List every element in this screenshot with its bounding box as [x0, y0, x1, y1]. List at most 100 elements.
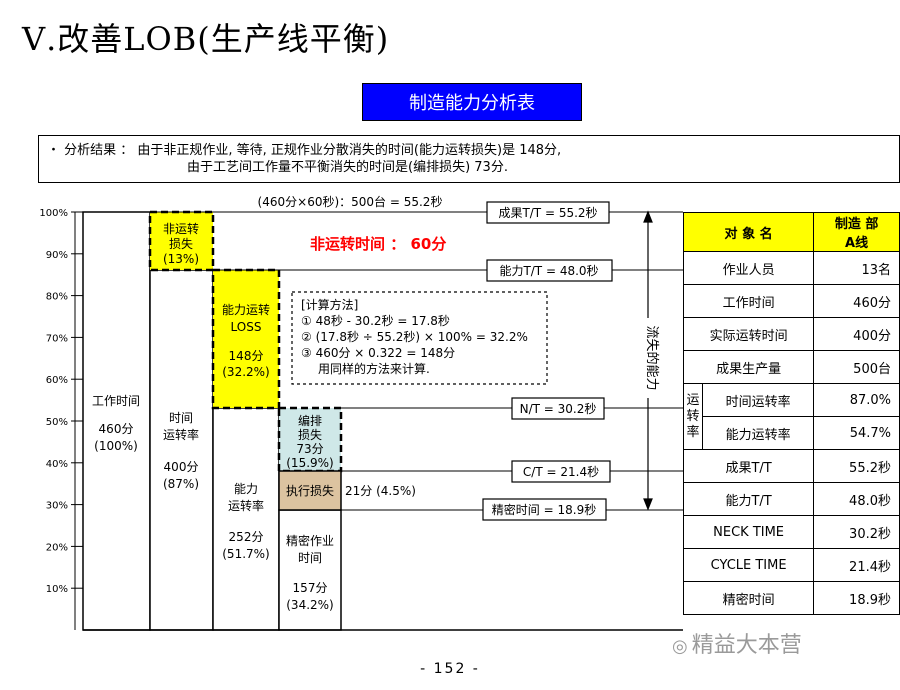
layout-loss-minutes: 73分	[296, 442, 323, 456]
table-row-label: 作业人员	[682, 251, 815, 285]
takt-time-formula: (460分×60秒)：500台 = 55.2秒	[258, 194, 443, 209]
summary-line-1: ・ 分析结果 ： 由于非正规作业, 等待, 正规作业分散消失的时间(能力运转损失…	[47, 143, 562, 158]
capacity-loss-percent: (32.2%)	[222, 365, 269, 379]
calc-method-line-1: ① 48秒 - 30.2秒 = 17.8秒	[301, 314, 450, 328]
capacity-tt-box	[486, 259, 613, 282]
calc-method-box	[291, 291, 548, 385]
page-number: - 152 -	[420, 661, 480, 677]
table-header-target: 制造 部 A线	[813, 212, 900, 252]
axis-tick-label: 50%	[46, 417, 68, 428]
non-operating-loss-box	[148, 210, 215, 272]
time-operation-label-2: 运转率	[163, 427, 199, 442]
summary-line-2: 由于工艺间工作量不平衡消失的时间是(编排损失) 73分.	[187, 160, 508, 175]
non-operating-loss-label-1: 非运转	[163, 221, 199, 236]
table-row-label: CYCLE TIME	[682, 548, 815, 582]
table-header-item: 对 象 名	[682, 212, 815, 252]
table-row-label: 工作时间	[682, 284, 815, 318]
axis: 100% 90% 80% 70% 60% 50% 40% 30% 20% 10%	[39, 208, 83, 630]
table-row: 运转率 时间运转率 87.0%	[683, 383, 900, 450]
table-row-label: NECK TIME	[682, 515, 815, 549]
axis-tick-label: 20%	[46, 542, 68, 553]
precise-time-box	[482, 498, 607, 521]
table-row-label: 实际运转时间	[682, 317, 815, 351]
table-header-line-2: A线	[845, 236, 869, 251]
calc-method-line-3: ③ 460分 × 0.322 = 148分	[301, 346, 455, 360]
table-header-line-1: 制造 部	[834, 217, 879, 232]
axis-tick-label: 10%	[46, 584, 68, 595]
analysis-table-title: 制造能力分析表	[362, 83, 582, 121]
non-operating-loss-label-2: 损失	[169, 236, 193, 251]
table-row-label: 能力运转率	[701, 416, 815, 450]
table-row-value: 21.4秒	[813, 548, 900, 582]
capacity-tt-callout: 能力T/T = 48.0秒	[499, 264, 598, 278]
time-operation-label-1: 时间	[169, 411, 193, 425]
operation-rate-side-label: 运转率	[683, 383, 703, 450]
lost-capacity-label: 流失的能力	[644, 325, 660, 390]
watermark-text: 精益大本营	[691, 633, 802, 658]
axis-tick-label: 30%	[46, 501, 68, 512]
table-row-value: 18.9秒	[813, 581, 900, 615]
precise-work-label-2: 时间	[298, 551, 322, 565]
table-row-value: 500台	[813, 350, 900, 384]
table-row-label: 时间运转率	[701, 383, 815, 417]
time-operation-column	[149, 269, 214, 631]
table-row: 精密时间 18.9秒	[682, 581, 900, 615]
capacity-loss-label-2: LOSS	[231, 320, 262, 334]
table-row-value: 460分	[813, 284, 900, 318]
layout-loss-percent: (15.9%)	[286, 456, 333, 470]
axis-tick-label: 70%	[46, 333, 68, 344]
table-row: 成果T/T 55.2秒	[682, 449, 900, 483]
table-row-value: 30.2秒	[813, 515, 900, 549]
axis-tick-label: 90%	[46, 250, 68, 261]
table-row-label: 成果T/T	[682, 449, 815, 483]
result-tt-box	[486, 201, 610, 224]
table-row: 工作时间 460分	[682, 284, 900, 318]
axis-tick-label: 100%	[39, 208, 68, 219]
result-tt-callout: 成果T/T = 55.2秒	[498, 206, 597, 220]
table-row-label: 能力T/T	[682, 482, 815, 516]
non-operating-time: 非运转时间 ： 60分	[310, 235, 446, 253]
work-time-minutes: 460分	[99, 422, 134, 436]
table-row: 实际运转时间 400分	[682, 317, 900, 351]
table-row: 作业人员 13名	[682, 251, 900, 285]
work-time-percent: (100%)	[94, 439, 138, 453]
table-row-value: 54.7%	[813, 416, 900, 450]
time-operation-minutes: 400分	[164, 460, 199, 474]
ct-callout: C/T = 21.4秒	[523, 465, 599, 479]
lob-diagram: 100% 90% 80% 70% 60% 50% 40% 30% 20% 10% 工作时间 460…	[39, 194, 683, 631]
non-operating-loss-percent: (13%)	[163, 252, 199, 266]
precise-work-percent: (34.2%)	[286, 598, 333, 612]
capacity-operation-percent: (51.7%)	[222, 547, 269, 561]
work-time-label: 工作时间	[92, 394, 140, 408]
axis-tick-label: 40%	[46, 459, 68, 470]
layout-loss-label-2: 损失	[298, 427, 322, 442]
table-row-value: 55.2秒	[813, 449, 900, 483]
axis-tick-label: 80%	[46, 292, 68, 303]
page-title: Ⅴ.改善LOB(生产线平衡)	[22, 20, 390, 58]
nt-box	[511, 397, 605, 420]
table-row-value: 13名	[813, 251, 900, 285]
precise-work-minutes: 157分	[293, 581, 328, 595]
capacity-loss-box	[211, 268, 281, 410]
table-row: 成果生产量 500台	[682, 350, 900, 384]
calc-method-line-4: 用同样的方法来计算.	[318, 361, 430, 376]
table-row-value: 400分	[813, 317, 900, 351]
results-table: 对 象 名 制造 部 A线 作业人员 13名 工作时间 460分 实际运转时间 …	[682, 212, 900, 615]
work-time-column	[82, 211, 151, 631]
wechat-icon: ◎	[672, 636, 688, 657]
capacity-loss-label-1: 能力运转	[222, 302, 270, 317]
precise-work-label-1: 精密作业	[286, 533, 334, 548]
capacity-loss-minutes: 148分	[229, 349, 264, 363]
time-operation-percent: (87%)	[163, 477, 199, 491]
execution-loss-label: 执行损失	[286, 483, 334, 498]
precise-time-callout: 精密时间 = 18.9秒	[492, 502, 596, 517]
summary-box: ・ 分析结果 ： 由于非正规作业, 等待, 正规作业分散消失的时间(能力运转损失…	[38, 135, 900, 183]
table-row: 能力T/T 48.0秒	[682, 482, 900, 516]
execution-loss-box	[278, 470, 342, 511]
watermark: ◎精益大本营	[672, 627, 802, 659]
table-row-label: 精密时间	[682, 581, 815, 615]
capacity-operation-minutes: 252分	[229, 530, 264, 544]
axis-tick-label: 60%	[46, 375, 68, 386]
table-row-value: 87.0%	[813, 383, 900, 417]
ct-box	[511, 460, 611, 483]
